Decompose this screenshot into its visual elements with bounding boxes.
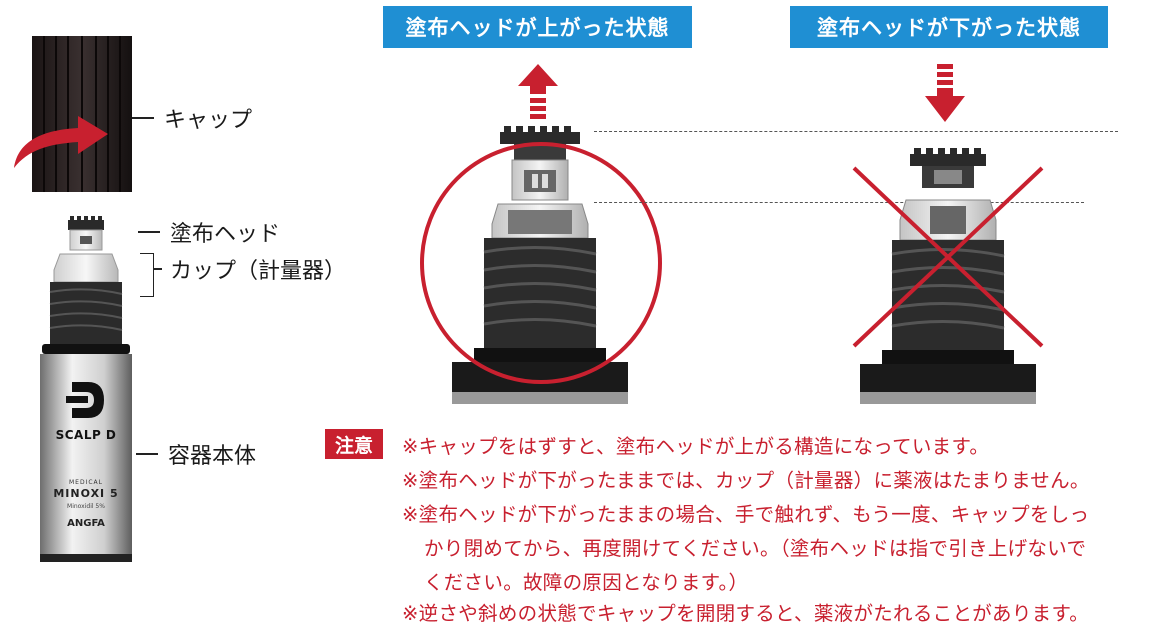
up-arrow-icon	[518, 64, 558, 124]
product-maker: ANGFA	[67, 518, 105, 529]
label-cap: キャップ	[164, 108, 253, 133]
notice-line-2: ※塗布ヘッドが下がったままでは、カップ（計量器）に薬液はたまりません。	[402, 469, 1090, 492]
guide-line-bottom	[594, 202, 1084, 203]
product-name: MINOXI 5	[53, 487, 119, 500]
label-cup: カップ（計量器）	[170, 259, 347, 284]
notice-line-3: ※塗布ヘッドが下がったままの場合、手で触れず、もう一度、キャップをしっ	[402, 503, 1090, 526]
ng-cross-icon	[848, 162, 1048, 352]
cap-illustration	[32, 36, 132, 192]
guide-line-top	[594, 131, 1118, 132]
product-logo-icon	[64, 378, 108, 422]
cup-bracket	[140, 253, 154, 297]
notice-line-5: ください。故障の原因となります。）	[424, 571, 749, 594]
header-up: 塗布ヘッドが上がった状態	[383, 6, 692, 48]
label-body: 容器本体	[168, 444, 257, 469]
bottle-illustration	[36, 214, 136, 564]
notice-line-4: かり閉めてから、再度開けてください。（塗布ヘッドは指で引き上げないで	[424, 537, 1087, 560]
notice-line-1: ※キャップをはずすと、塗布ヘッドが上がる構造になっています。	[402, 435, 990, 458]
notice-badge: 注意	[325, 429, 383, 459]
product-brand: SCALP D	[55, 428, 117, 442]
product-medical: MEDICAL	[69, 479, 103, 486]
down-arrow-icon	[925, 64, 965, 124]
bottle-down-illustration	[860, 148, 1036, 404]
notice-line-6: ※逆さや斜めの状態でキャップを開閉すると、薬液がたれることがあります。	[402, 602, 1090, 625]
header-down: 塗布ヘッドが下がった状態	[790, 6, 1108, 48]
product-sub: Minoxidil 5%	[67, 503, 105, 510]
rotate-arrow-icon	[8, 96, 118, 176]
label-head: 塗布ヘッド	[170, 222, 281, 247]
ok-circle-icon	[418, 140, 664, 386]
